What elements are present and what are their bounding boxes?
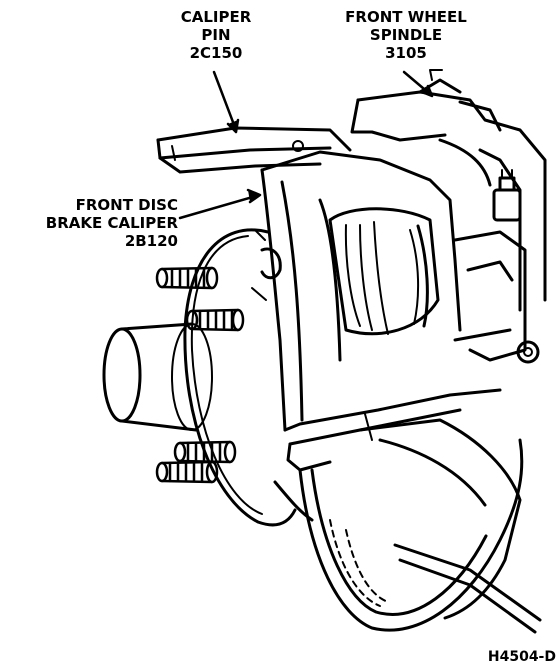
hub-flange <box>183 228 314 527</box>
front-disc-brake-caliper-label: FRONT DISC BRAKE CALIPER 2B120 <box>2 196 178 250</box>
leader-caliper-pin-arrow <box>226 118 240 134</box>
caliper-pin-label: CALIPER PIN 2C150 <box>168 8 264 62</box>
caliper-pin-label-line1: CALIPER <box>180 8 252 26</box>
leader-spindle-arrow <box>420 84 434 98</box>
caliper-pin-part-number: 2C150 <box>189 44 243 62</box>
leader-caliper-pin <box>212 70 238 132</box>
stud <box>155 460 219 484</box>
caliper-pin-label-line2: PIN <box>201 26 231 44</box>
stud <box>155 266 219 290</box>
splash-shield <box>358 418 542 634</box>
caliper-label-line1: FRONT DISC <box>75 196 178 214</box>
caliper-part-number: 2B120 <box>124 232 178 250</box>
spindle-label-line2: SPINDLE <box>369 26 443 44</box>
front-wheel-spindle-label: FRONT WHEEL SPINDLE 3105 <box>326 8 486 62</box>
brake-rotor <box>298 438 524 632</box>
front-disc-brake-caliper <box>251 150 540 472</box>
stud <box>185 308 245 332</box>
caliper-label-line2: BRAKE CALIPER <box>45 214 178 232</box>
leader-lines <box>178 70 434 220</box>
hub-cap <box>102 322 213 432</box>
spindle-part-number: 3105 <box>385 44 427 62</box>
caliper-pin <box>156 126 352 174</box>
wheel-studs <box>155 266 245 484</box>
front-wheel-spindle <box>350 69 547 312</box>
spindle-label-line1: FRONT WHEEL <box>345 8 467 26</box>
leader-caliper-arrow <box>246 188 262 204</box>
leader-caliper <box>178 194 258 220</box>
figure-code: H4504-D <box>487 649 556 665</box>
stud <box>173 440 237 464</box>
